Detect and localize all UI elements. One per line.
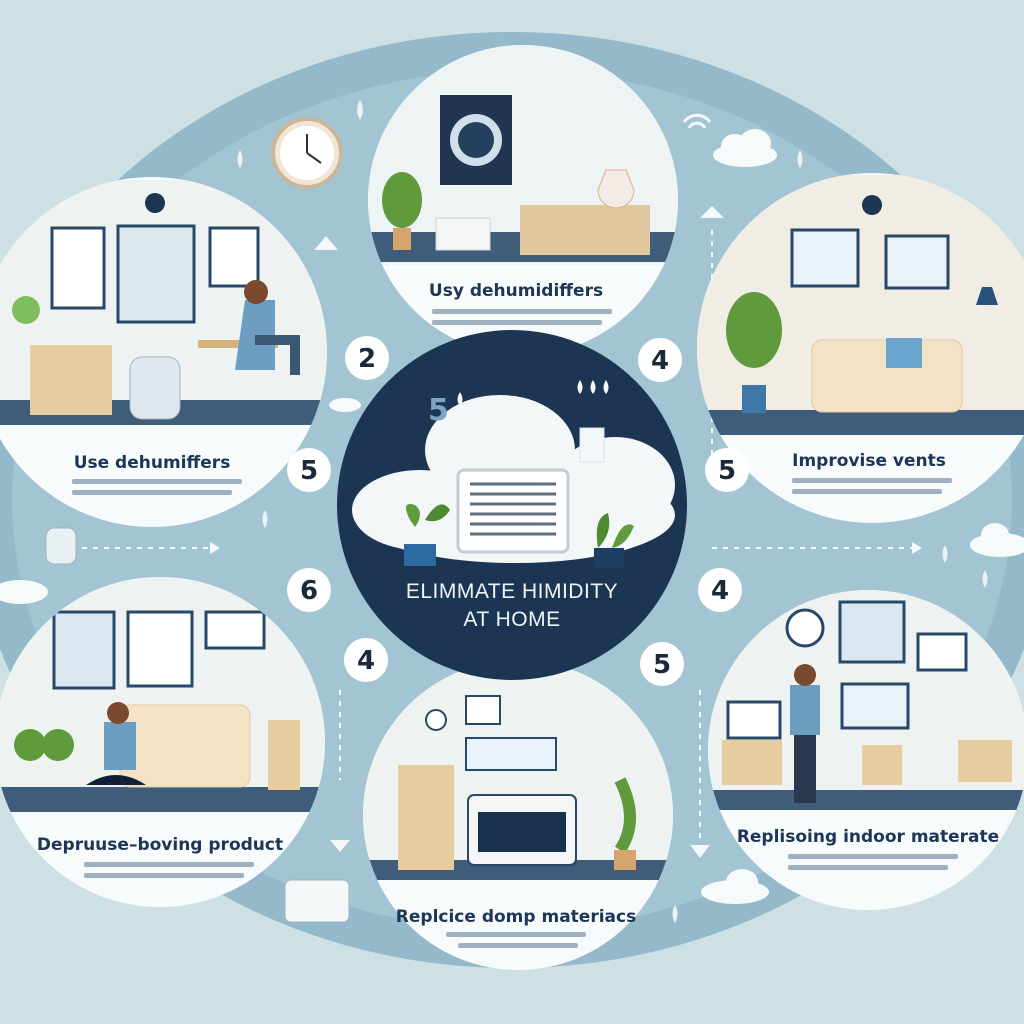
cloud-icon-2	[970, 523, 1024, 557]
step-badge-8: 5	[640, 642, 684, 686]
monitor-icon	[726, 700, 782, 740]
desk-2	[722, 740, 782, 785]
step-badge-2: 4	[638, 338, 682, 382]
dashed-connectors	[60, 230, 912, 840]
down-arrow-icon-2	[690, 845, 710, 858]
card-6-body-text	[788, 854, 958, 870]
monitor-icon-2	[840, 682, 910, 730]
cabinet	[520, 205, 650, 255]
svg-text:4: 4	[711, 576, 729, 606]
cloud-icon	[713, 129, 777, 167]
water-drop-icon-2	[237, 150, 243, 168]
framed-picture-2	[790, 228, 860, 288]
dresser	[30, 345, 112, 415]
sofa-icon-2	[119, 704, 251, 788]
card-5-title: Replcice domp materiacs	[396, 907, 636, 927]
card-4-title: Depruuse–boving product	[37, 835, 283, 855]
bookshelf-icon	[398, 765, 454, 870]
spray-bottle-icon	[597, 169, 635, 209]
water-drop-icon-4	[942, 545, 948, 563]
down-arrow-icon	[330, 840, 350, 852]
water-drops-icon	[457, 380, 609, 406]
card-1-body-text	[432, 309, 612, 325]
svg-text:4: 4	[357, 646, 375, 676]
cloud-icon-3	[0, 580, 48, 604]
plant-icon	[382, 172, 422, 228]
svg-text:4: 4	[651, 346, 669, 376]
plant-icon-2	[12, 296, 40, 324]
card-6: Replisoing indoor materate	[708, 590, 1024, 910]
lamp-icon	[976, 287, 998, 305]
svg-text:2: 2	[358, 344, 376, 374]
card-4: Depruuse–boving product	[0, 577, 325, 907]
framed-picture-3	[52, 610, 116, 690]
center-title-line-2: AT HOME	[463, 608, 560, 631]
card-4-body-text	[84, 862, 254, 878]
wall-clock-icon-2	[785, 608, 825, 648]
window-blinds-icon	[116, 224, 196, 324]
center-title-line-1: ELIMMATE HIMIDITY	[406, 580, 618, 603]
arrow-heads	[210, 206, 922, 858]
step-badge-6: 4	[698, 568, 742, 612]
card-3-body-text	[792, 478, 952, 494]
card-2: Use dehumiffers	[0, 177, 327, 527]
card-5-body-text	[446, 932, 586, 948]
card-1-title: Usy dehumidiffers	[429, 281, 603, 301]
center-panel: 5 ELIMMATE HIMIDITY AT HOME	[337, 330, 687, 680]
water-drop-icon-5	[262, 510, 268, 528]
cloud-icon-4	[701, 869, 769, 904]
desk	[198, 340, 278, 348]
svg-text:6: 6	[300, 576, 318, 606]
water-drop-icon-3	[797, 150, 803, 168]
person-icon-2	[104, 722, 136, 770]
cloud-icon-5	[329, 398, 361, 412]
water-drop-icon	[357, 100, 363, 120]
person-icon-3	[790, 685, 820, 735]
step-badge-5: 6	[287, 568, 331, 612]
step-badge-7: 4	[344, 638, 388, 682]
wifi-icon	[682, 113, 712, 129]
step-badge-1: 2	[345, 336, 389, 380]
plant-icon-5	[614, 777, 636, 854]
card-1: Usy dehumidiffers	[368, 45, 678, 355]
svg-text:5: 5	[300, 456, 318, 486]
potted-plant-icon-2	[594, 513, 634, 568]
plant-icon-4	[14, 729, 46, 761]
card-3: Improvise vents	[697, 173, 1024, 523]
water-drop-icon-6	[982, 570, 988, 588]
wall-clock-icon	[271, 117, 343, 189]
air-vent-icon	[456, 468, 570, 554]
up-arrow-icon	[314, 236, 338, 250]
remote-control-icon	[284, 879, 350, 923]
dehumidifier-icon	[129, 356, 181, 420]
chair-icon	[255, 335, 300, 375]
decor-drops	[237, 100, 988, 923]
card-2-title: Use dehumiffers	[74, 453, 231, 473]
smoke-detector-icon	[145, 193, 165, 213]
framed-picture	[50, 226, 106, 310]
chimney	[579, 427, 605, 463]
card-6-title: Replisoing indoor materate	[737, 827, 999, 847]
svg-text:5: 5	[653, 650, 671, 680]
center-number: 5	[428, 393, 449, 428]
plant-icon-3	[726, 292, 782, 368]
potted-plant-icon	[404, 504, 450, 566]
svg-text:5: 5	[718, 456, 736, 486]
card-2-body-text	[72, 479, 242, 495]
humidifier-icon	[45, 527, 77, 565]
card-3-title: Improvise vents	[792, 451, 946, 471]
step-badge-3: 5	[287, 448, 331, 492]
decor-clouds	[0, 129, 1024, 904]
smoke-detector-icon-2	[862, 195, 882, 215]
step-badge-4: 5	[705, 448, 749, 492]
water-drop-icon-7	[672, 905, 678, 923]
